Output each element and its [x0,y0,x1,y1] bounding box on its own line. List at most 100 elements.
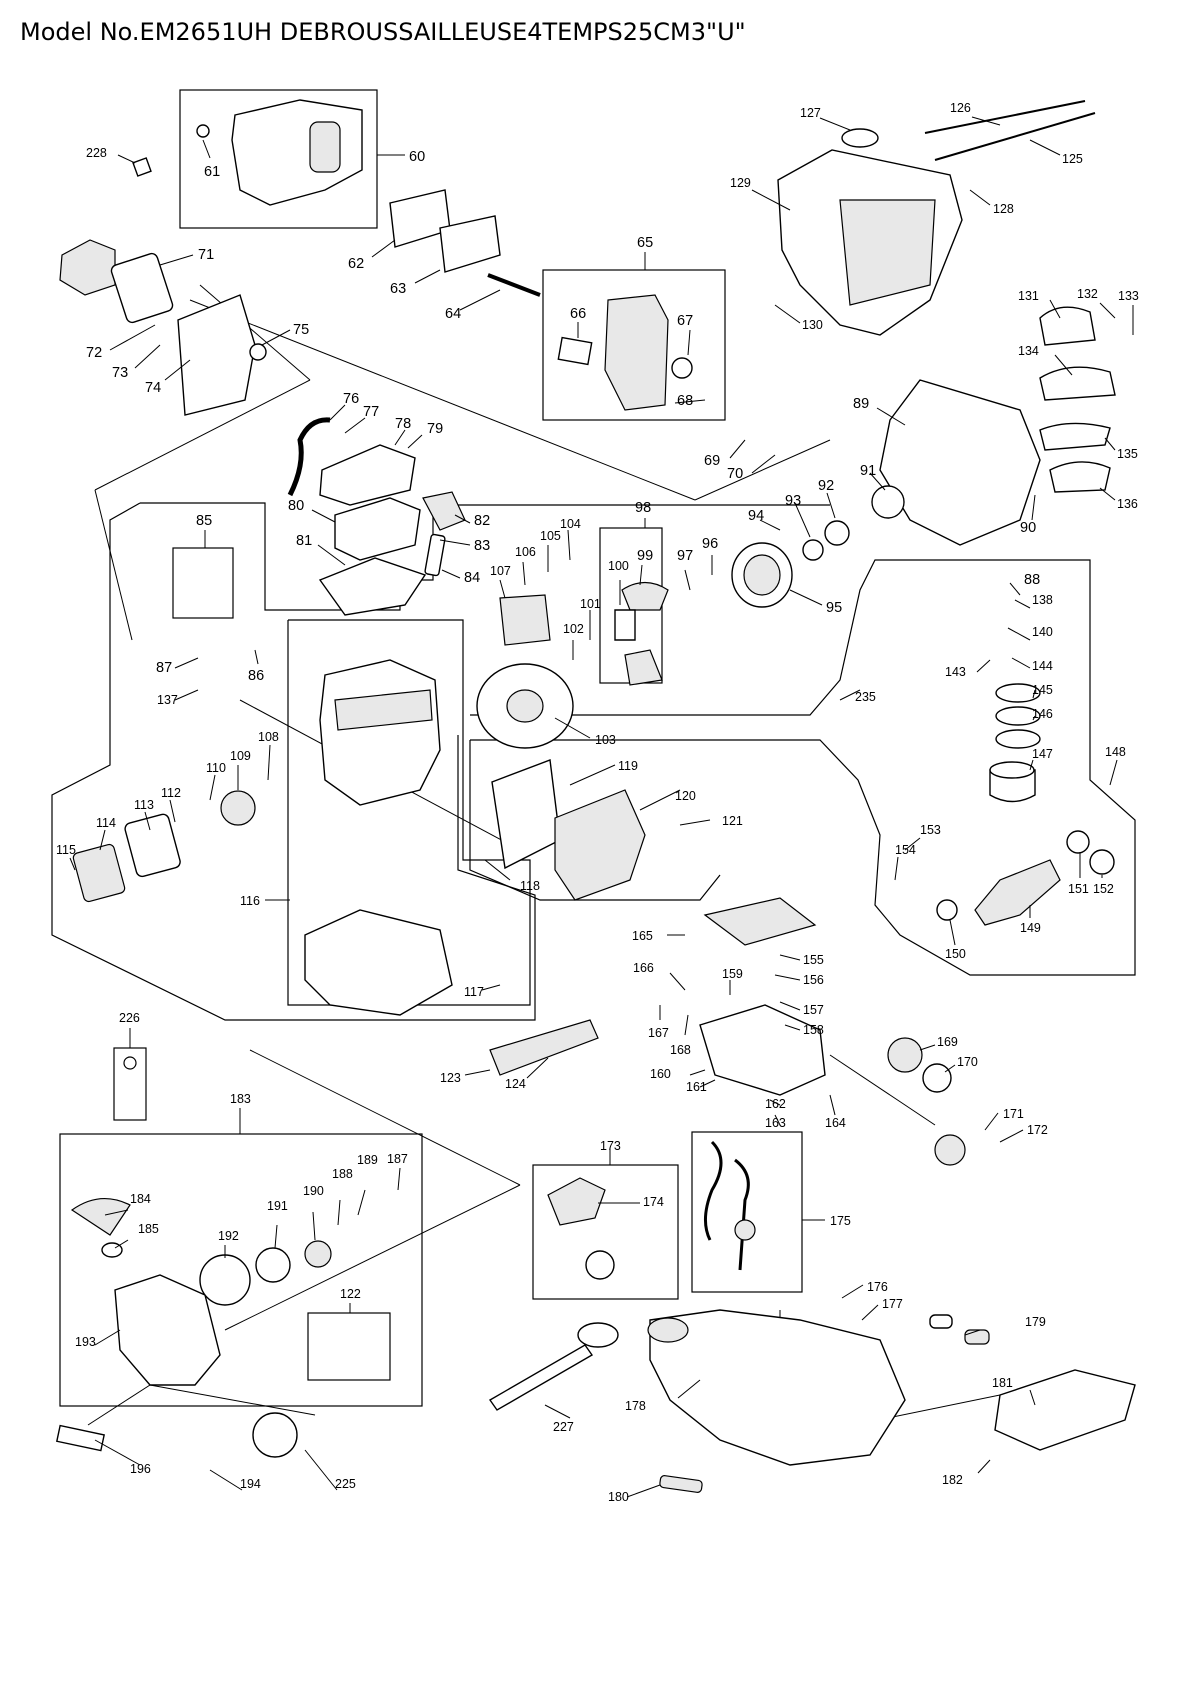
part-175-hose [704,1140,723,1241]
part-150-bearing [936,899,958,921]
guide-line [694,439,831,501]
callout-90: 90 [1020,520,1036,536]
callout-79: 79 [427,421,443,437]
frame-65-muffler-cover [542,269,726,421]
callout-114: 114 [96,816,116,830]
callout-99: 99 [637,548,653,564]
part-175-hose-2 [734,1158,750,1271]
callout-189: 189 [357,1153,378,1167]
part-67-gasket [671,357,693,379]
part-93-ring [802,539,824,561]
part-126-wire [934,112,1096,161]
tag-226 [113,1047,147,1121]
guide-line [199,284,311,381]
part-174-filter [585,1250,615,1280]
frame-122 [307,1312,391,1381]
part-190-pulley [304,1240,332,1268]
callout-227: 227 [553,1420,574,1434]
part-60-housing [231,99,363,206]
callout-128: 128 [993,202,1014,216]
guide-line [94,489,133,641]
callout-172: 172 [1027,1123,1048,1137]
callout-94: 94 [748,508,764,524]
part-170-gasket [922,1063,952,1093]
part-159-oil-tank [699,1004,826,1096]
part-95-clutch-drum-inner [743,554,781,596]
callout-70: 70 [727,466,743,482]
callout-75: 75 [293,322,309,338]
part-184-handle [70,1197,131,1236]
callout-138: 138 [1032,593,1053,607]
callout-158: 158 [803,1023,824,1037]
part-71-carburetor [59,239,116,296]
guide-line [829,1054,936,1126]
callout-130: 130 [802,318,823,332]
part-147-piston [989,769,1036,803]
guide-line [94,379,311,491]
callout-188: 188 [332,1167,353,1181]
callout-81: 81 [296,533,312,549]
callout-192: 192 [218,1229,239,1243]
callout-133: 133 [1118,289,1139,303]
callout-100: 100 [608,559,629,573]
callout-167: 167 [648,1026,669,1040]
part-149-crankshaft [974,859,1061,926]
callout-104: 104 [560,517,581,531]
callout-106: 106 [515,545,536,559]
callout-105: 105 [540,529,561,543]
callout-168: 168 [670,1043,691,1057]
callout-86: 86 [248,668,264,684]
part-113-gasket [124,813,181,878]
callout-122: 122 [340,1287,361,1301]
part-99-clutch-shoe-2 [624,649,663,686]
callout-180: 180 [608,1490,629,1504]
callout-174: 174 [643,1195,664,1209]
callout-169: 169 [937,1035,958,1049]
guide-line [87,1384,151,1426]
callout-91: 91 [860,463,876,479]
part-136-clamp [1049,461,1111,493]
guide-line [249,1049,521,1186]
part-71-gasket [110,252,174,324]
callout-132: 132 [1077,287,1098,301]
frame-60-housing [179,89,378,229]
part-125-wire [924,100,1086,134]
part-145-ring [995,683,1041,703]
frame-piston-outline [470,559,1136,976]
callout-112: 112 [161,786,181,800]
part-76-hose [287,417,331,497]
part-147-piston-top [989,761,1035,779]
callout-97: 97 [677,548,693,564]
callout-101: 101 [580,597,601,611]
callout-160: 160 [650,1067,671,1081]
callout-184: 184 [130,1192,151,1206]
callout-157: 157 [803,1003,824,1017]
callout-150: 150 [945,947,966,961]
part-169-cap [887,1037,923,1073]
callout-113: 113 [134,798,154,812]
callout-85: 85 [196,513,212,529]
part-114-cover [72,843,126,903]
callout-165: 165 [632,929,653,943]
part-179-grommet [929,1314,953,1329]
callout-119: 119 [618,759,638,773]
diagram-title: Model No.EM2651UH DEBROUSSAILLEUSE4TEMPS… [20,18,746,46]
callout-166: 166 [633,961,654,975]
callout-72: 72 [86,345,102,361]
part-179-grommet-2 [964,1329,990,1345]
callout-140: 140 [1032,625,1053,639]
callout-125: 125 [1062,152,1083,166]
frame-85-rocker [172,547,234,619]
part-66-plate [557,336,593,366]
callout-74: 74 [145,380,161,396]
part-103-flywheel-hub [506,689,544,723]
callout-71: 71 [198,247,214,263]
part-116-crankcase [304,909,453,1016]
part-119-heat-shield [491,759,561,870]
callout-146: 146 [1032,707,1053,721]
callout-161: 161 [686,1080,707,1094]
callout-118: 118 [520,879,540,893]
callout-83: 83 [474,538,490,554]
callout-124: 124 [505,1077,526,1091]
